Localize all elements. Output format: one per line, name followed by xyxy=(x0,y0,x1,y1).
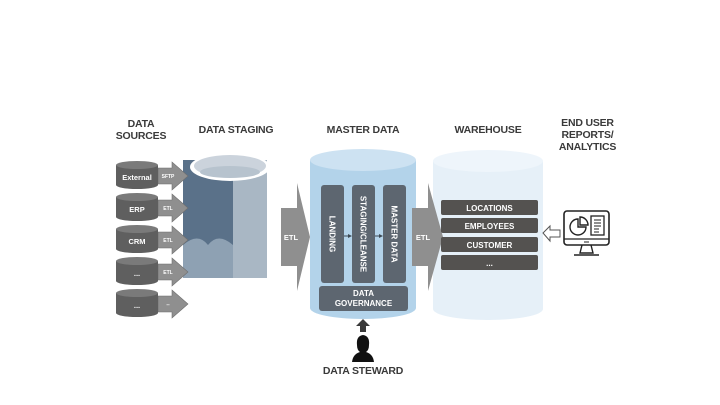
stage-box xyxy=(352,185,375,283)
source-cylinder-body xyxy=(116,229,158,253)
header-line: REPORTS/ xyxy=(561,129,614,141)
header-master-data: MASTER DATA xyxy=(326,124,400,136)
stage-box xyxy=(321,185,344,283)
source-cylinder-body xyxy=(116,197,158,221)
source-cylinder-top xyxy=(116,225,158,233)
warehouse-table-customer: CUSTOMER xyxy=(441,237,538,252)
source-arrow xyxy=(157,289,189,319)
document-icon xyxy=(590,215,605,236)
data-sources-list: External SFTP ERP ETL CRM ETL... ETL... -- xyxy=(116,161,189,319)
warehouse-top xyxy=(433,150,543,172)
governance-box xyxy=(319,286,408,311)
warehouse-table-more: ... xyxy=(441,255,538,270)
source-label: ... xyxy=(134,269,140,278)
source-label: ... xyxy=(134,301,140,310)
source-cylinder-body xyxy=(116,261,158,285)
source-arrow xyxy=(157,225,189,255)
table-label: ... xyxy=(486,259,493,268)
stage-box xyxy=(383,185,406,283)
header-end-user-reports: END USER REPORTS/ ANALYTICS xyxy=(545,117,630,153)
stage-label: STAGING/CLEANSE xyxy=(359,196,368,273)
source-cylinder-top xyxy=(116,161,158,169)
etl-arrow-label: ETL xyxy=(416,233,431,242)
warehouse-table-employees: EMPLOYEES xyxy=(441,218,538,233)
source-item: External SFTP xyxy=(116,161,189,191)
etl-arrow-staging-to-master: ETL xyxy=(281,183,310,291)
source-item: ... -- xyxy=(116,289,189,319)
etl-arrow-shape xyxy=(412,183,443,291)
etl-arrow-master-to-warehouse: ETL xyxy=(412,183,443,291)
stage-label: LANDING xyxy=(328,216,337,252)
warehouse-table-locations: LOCATIONS xyxy=(441,200,538,215)
header-line: SOURCES xyxy=(115,130,167,142)
source-label: External xyxy=(122,173,152,182)
governance-label-line1: DATA xyxy=(353,289,374,298)
table-label: LOCATIONS xyxy=(466,204,513,213)
source-cylinder-body xyxy=(116,293,158,317)
data-governance-box: DATA GOVERNANCE xyxy=(319,286,408,311)
monitor-stand xyxy=(579,244,594,254)
person-icon xyxy=(352,335,374,362)
source-cylinder-top xyxy=(116,289,158,297)
source-label: CRM xyxy=(128,237,145,246)
table-box xyxy=(441,200,538,215)
master-stage-landing: LANDING xyxy=(321,185,344,283)
master-stage-master-data: MASTER DATA xyxy=(383,185,406,283)
source-arrow xyxy=(157,161,189,191)
master-stage-staging-cleanse: STAGING/CLEANSE xyxy=(352,185,375,283)
master-top xyxy=(310,149,416,171)
source-arrow-label: ETL xyxy=(163,270,172,276)
source-arrow-label: ETL xyxy=(163,206,172,212)
staging-fill-wave xyxy=(183,238,233,278)
governance-label-line2: GOVERNANCE xyxy=(335,299,393,308)
analytics-monitor-icon xyxy=(563,210,610,256)
pie-slice-icon xyxy=(579,216,589,226)
table-label: EMPLOYEES xyxy=(465,222,515,231)
source-cylinder-top xyxy=(116,257,158,265)
etl-arrow-label: ETL xyxy=(284,233,299,242)
source-cylinder-top xyxy=(116,193,158,201)
data-steward xyxy=(352,319,374,362)
staging-cylinder xyxy=(183,153,270,278)
source-item: CRM ETL xyxy=(116,225,189,255)
table-label: CUSTOMER xyxy=(467,241,513,250)
flow-arrow-head xyxy=(379,234,383,238)
source-item: ERP ETL xyxy=(116,193,189,223)
stage-flow-arrows xyxy=(344,234,383,238)
header-line: END USER xyxy=(561,117,614,129)
stage-label: MASTER DATA xyxy=(390,205,399,262)
hollow-arrow-left-icon xyxy=(542,224,561,243)
source-label: ERP xyxy=(129,205,144,214)
table-box xyxy=(441,237,538,252)
warehouse-body xyxy=(433,161,543,309)
header-warehouse: WAREHOUSE xyxy=(454,124,522,136)
up-arrow-icon xyxy=(356,319,370,332)
source-arrow-label: -- xyxy=(166,302,170,308)
source-arrow xyxy=(157,193,189,223)
source-arrow-label: ETL xyxy=(163,238,172,244)
source-arrow-label: SFTP xyxy=(162,174,175,180)
source-arrow xyxy=(157,257,189,287)
warehouse-bottom xyxy=(433,298,543,320)
staging-inner xyxy=(200,166,260,178)
source-item: ... ETL xyxy=(116,257,189,287)
flow-arrow-head xyxy=(348,234,352,238)
header-line: DATA xyxy=(127,118,155,130)
table-box xyxy=(441,255,538,270)
header-data-sources: DATA SOURCES xyxy=(106,118,176,142)
warehouse-cylinder xyxy=(433,150,543,320)
etl-arrow-shape xyxy=(281,183,310,291)
pie-chart-icon xyxy=(569,218,587,236)
data-steward-label: DATA STEWARD xyxy=(322,365,404,377)
source-cylinder-body xyxy=(116,165,158,189)
table-box xyxy=(441,218,538,233)
header-line: ANALYTICS xyxy=(558,141,617,153)
header-data-staging: DATA STAGING xyxy=(198,124,274,136)
